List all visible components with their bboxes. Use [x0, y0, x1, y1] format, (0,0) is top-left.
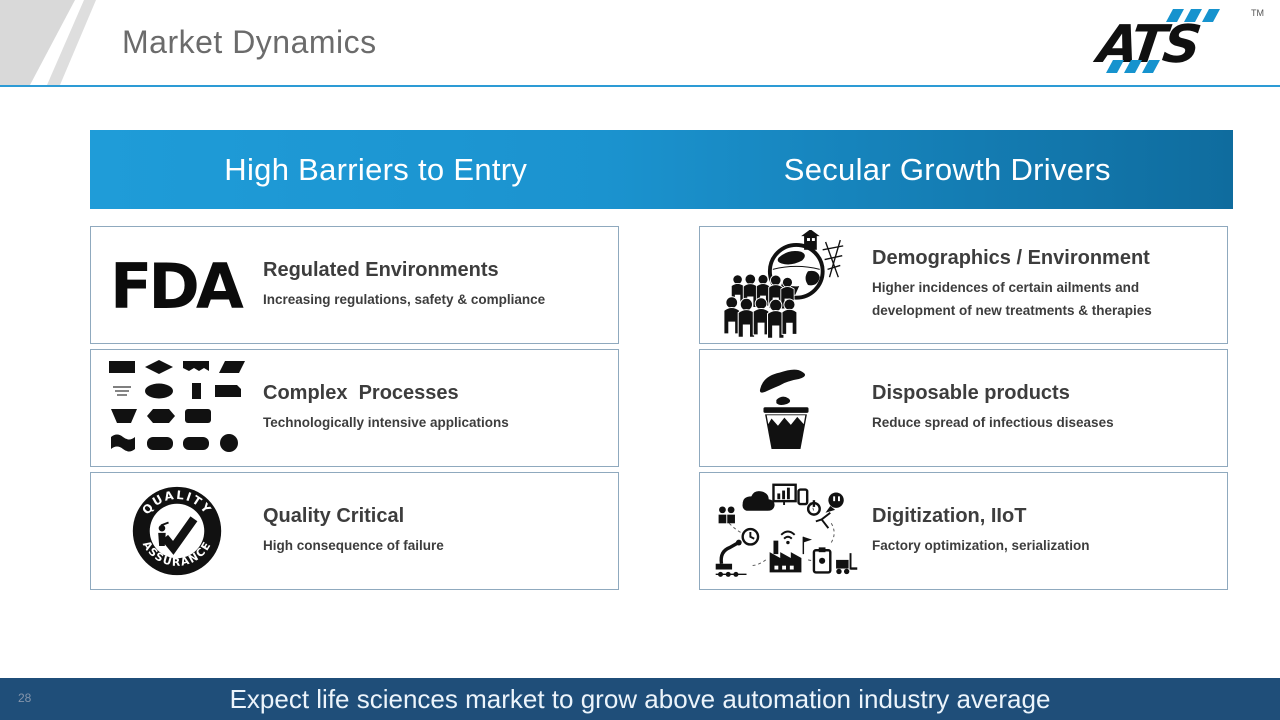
fda-logo-icon: FDA [91, 250, 263, 320]
waste-disposal-icon [700, 357, 872, 459]
logo-stripes-top [1166, 9, 1220, 22]
footer-banner: 28 Expect life sciences market to grow a… [0, 678, 1280, 720]
population-globe-icon [700, 230, 872, 340]
card-text: Disposable products Reduce spread of inf… [872, 382, 1227, 435]
card-subtitle: Technologically intensive applications [263, 414, 509, 430]
card-subtitle: Increasing regulations, safety & complia… [263, 291, 546, 307]
card-title: Disposable products [872, 381, 1070, 404]
page-title: Market Dynamics [122, 24, 377, 60]
banner-right: Secular Growth Drivers [662, 130, 1234, 209]
card-quality-critical: QUALITY ASSURANCE Quality Critical High … [90, 472, 619, 590]
slide-header: Market Dynamics ATS TM [0, 0, 1280, 87]
card-subtitle: Reduce spread of infectious diseases [872, 414, 1114, 430]
column-growth-drivers: Demographics / Environment Higher incide… [699, 226, 1228, 595]
card-subtitle: Higher incidences of certain ailments an… [872, 280, 1152, 318]
card-digitization-iiot: Digitization, IIoT Factory optimization,… [699, 472, 1228, 590]
banner-heading-left: High Barriers to Entry [224, 151, 528, 187]
banner-left: High Barriers to Entry [90, 130, 662, 209]
card-subtitle: High consequence of failure [263, 537, 444, 553]
card-demographics: Demographics / Environment Higher incide… [699, 226, 1228, 344]
svg-text:FDA: FDA [110, 250, 244, 320]
card-text: Regulated Environments Increasing regula… [263, 259, 618, 312]
iiot-collage-icon [700, 479, 872, 583]
card-text: Digitization, IIoT Factory optimization,… [872, 505, 1227, 558]
card-subtitle: Factory optimization, serialization [872, 537, 1090, 553]
section-banner: High Barriers to Entry Secular Growth Dr… [90, 130, 1233, 209]
card-title: Digitization, IIoT [872, 504, 1027, 527]
trademark-symbol: TM [1251, 8, 1264, 18]
card-text: Complex Processes Technologically intens… [263, 382, 618, 435]
footer-message: Expect life sciences market to grow abov… [229, 684, 1051, 714]
quality-assurance-badge-icon: QUALITY ASSURANCE [91, 484, 263, 578]
process-flowchart-icon [91, 358, 263, 458]
column-high-barriers: FDA Regulated Environments Increasing re… [90, 226, 619, 595]
card-complex-processes: Complex Processes Technologically intens… [90, 349, 619, 467]
card-title: Demographics / Environment [872, 247, 1150, 270]
card-regulated-environments: FDA Regulated Environments Increasing re… [90, 226, 619, 344]
ats-logo-icon: ATS TM [1088, 6, 1264, 76]
page-number: 28 [18, 691, 32, 705]
card-title: Quality Critical [263, 504, 405, 527]
logo-letters: ATS [1090, 15, 1202, 75]
banner-heading-right: Secular Growth Drivers [783, 151, 1111, 187]
card-disposable-products: Disposable products Reduce spread of inf… [699, 349, 1228, 467]
card-text: Quality Critical High consequence of fai… [263, 505, 618, 558]
card-text: Demographics / Environment Higher incide… [872, 247, 1227, 323]
card-title: Regulated Environments [263, 258, 499, 281]
logo-stripes-bottom [1106, 60, 1160, 73]
card-title: Complex Processes [263, 381, 459, 404]
header-divider-line [0, 85, 1280, 87]
